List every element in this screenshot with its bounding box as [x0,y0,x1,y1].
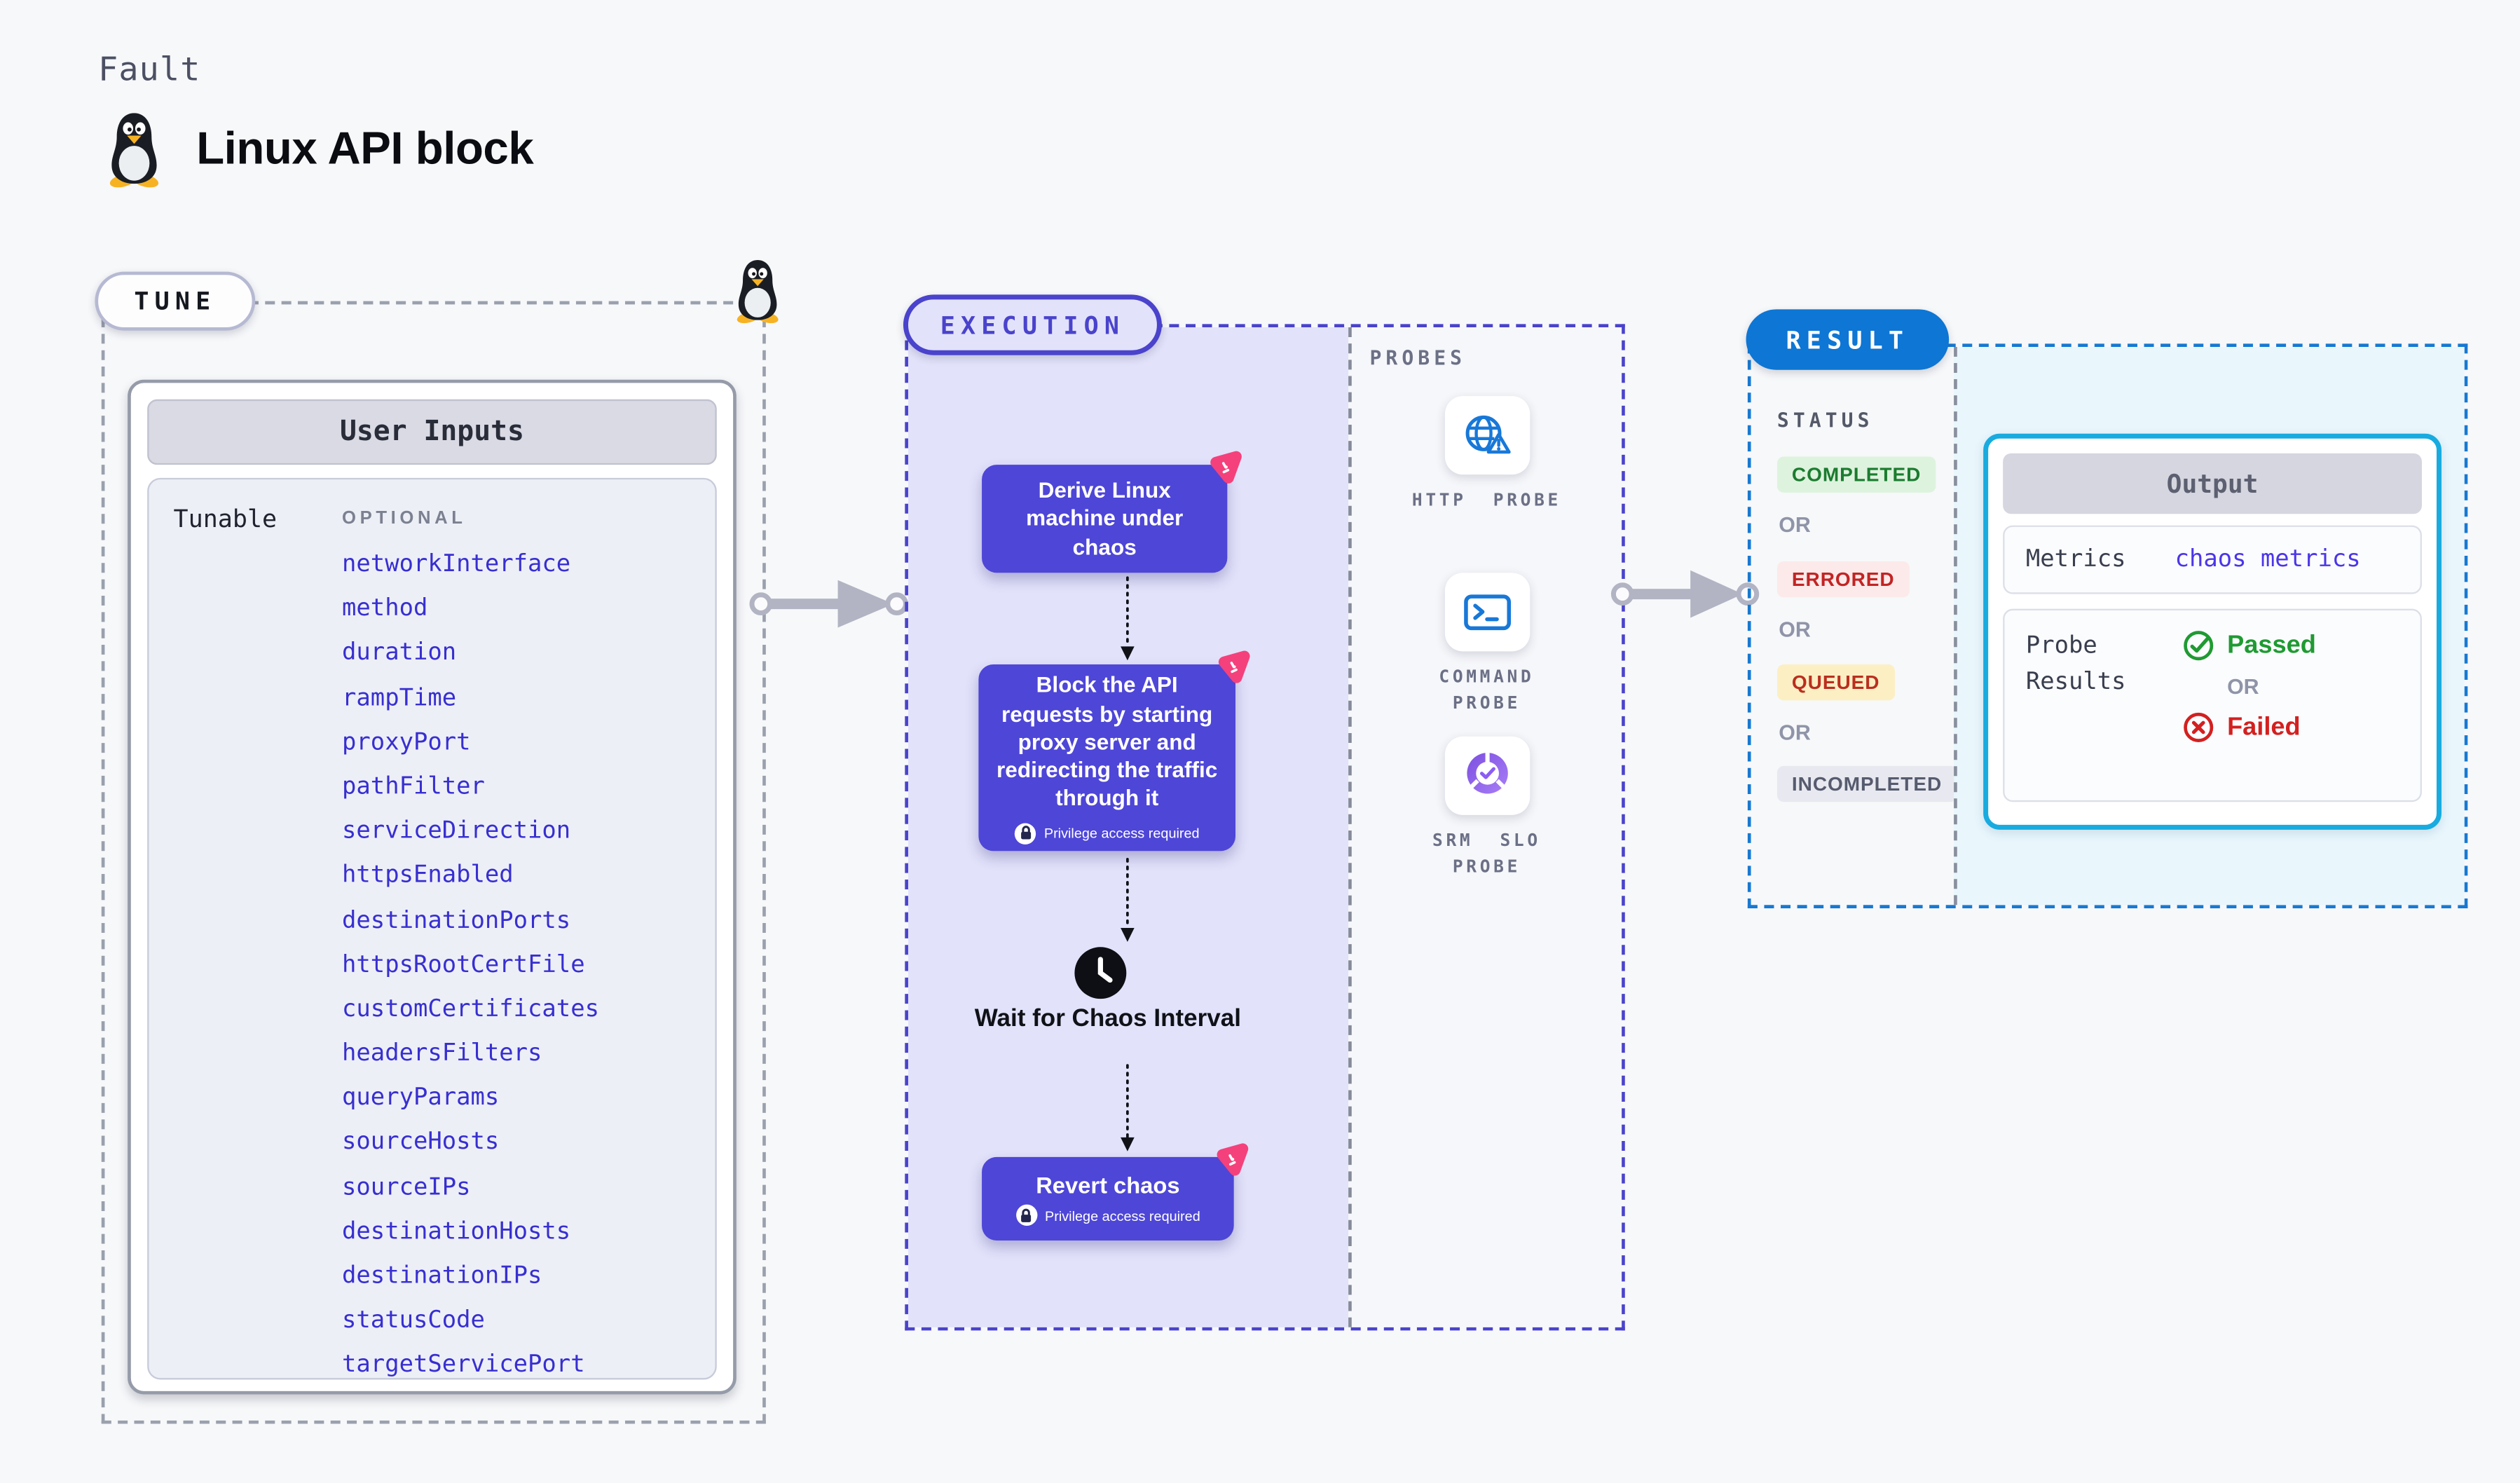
chaos-logo-badge-icon [1211,1139,1252,1180]
status-badge-completed: COMPLETED [1776,456,1936,493]
output-header: Output [2003,453,2422,514]
tunable-param: pathFilter [342,774,485,800]
output-cyan-panel: Output Metrics chaos metrics Probe Resul… [1954,347,2465,905]
probe-label: HTTP PROBE [1411,491,1561,511]
probes-panel: PROBES HTTP PROBE [1348,327,1622,1327]
globe-alert-icon [1465,415,1510,454]
tunable-param: proxyPort [342,729,471,756]
tunable-param: method [342,596,428,622]
probe-results-row: Probe Results Passed OR [2003,608,2422,802]
user-inputs-card: User Inputs Tunable OPTIONAL networkInte… [128,379,737,1395]
probe-label: COMMAND PROBE [1439,667,1535,713]
chaos-logo-badge-icon [1204,446,1245,488]
tunable-param: statusCode [342,1308,485,1334]
tunable-param: httpsEnabled [342,863,514,889]
probe-command: COMMAND PROBE [1352,573,1622,718]
flow-step-derive: Derive Linux machine under chaos [982,465,1227,573]
terminal-icon [1463,594,1510,629]
status-column: STATUS COMPLETED OR ERRORED OR QUEUED OR… [1751,347,1957,905]
tunable-param: serviceDirection [342,818,571,845]
probes-label: PROBES [1369,347,1467,370]
linux-tux-corner-icon [736,260,780,326]
flow-step-block-label: Block the API requests by starting proxy… [997,673,1218,811]
tunable-param: headersFilters [342,1041,542,1067]
tunable-param: destinationIPs [342,1263,542,1290]
execution-section: Derive Linux machine under chaos Block t… [905,324,1625,1331]
tune-to-execution-arrow [749,580,908,628]
tunable-param: customCertificates [342,996,599,1023]
tunable-param: queryParams [342,1085,500,1112]
probe-http: HTTP PROBE [1352,396,1622,515]
probe-label: SRM SLO PROBE [1432,831,1541,877]
passed-label: Passed [2227,631,2316,659]
metrics-label: Metrics [2025,546,2126,573]
output-card: Output Metrics chaos metrics Probe Resul… [1983,433,2442,830]
or-separator: OR [2227,674,2259,699]
tune-section-pill: TUNE [95,271,256,331]
or-separator: OR [1779,617,1811,642]
command-probe-card [1444,573,1530,652]
srm-slo-probe-card [1444,736,1530,815]
status-badge-incompleted: INCOMPLETED [1776,765,1957,802]
chaos-logo-badge-icon [1212,646,1254,688]
tunable-params-list: networkInterface method duration rampTim… [342,551,599,1379]
flow-connector-arrow [1121,858,1135,942]
or-separator: OR [1779,720,1811,745]
flow-step-block: Block the API requests by starting proxy… [978,664,1235,852]
flow-connector-arrow [1121,576,1135,661]
probes-to-result-arrow [1610,570,1760,618]
failed-label: Failed [2227,712,2301,741]
execution-flow: Derive Linux machine under chaos Block t… [908,327,1349,1327]
check-circle-icon [2184,631,2214,661]
probe-results-values: Passed OR Failed [2183,630,2316,781]
optional-label: OPTIONAL [342,509,467,529]
execution-section-pill: EXECUTION [903,294,1162,355]
or-separator: OR [1779,512,1811,537]
privilege-note: Privilege access required [1014,822,1200,845]
privilege-note-label: Privilege access required [1044,1208,1200,1224]
page-title-row: Linux API block [102,108,534,190]
tunable-param: httpsRootCertFile [342,952,585,978]
tunable-label: Tunable [173,504,278,534]
status-badge-errored: ERRORED [1776,561,1910,598]
failed-line: Failed [2183,712,2316,743]
status-label: STATUS [1776,409,1874,432]
result-section: STATUS COMPLETED OR ERRORED OR QUEUED OR… [1747,343,2468,908]
fault-kicker: Fault [98,49,201,89]
slo-gauge-icon [1466,751,1507,794]
page-title: Linux API block [196,123,534,174]
wait-clock-icon [1074,947,1127,999]
lock-icon [1014,822,1036,845]
privilege-note-label: Privilege access required [1043,825,1200,842]
x-circle-icon [2184,712,2214,742]
flow-step-revert: Revert chaos Privilege access required [982,1157,1234,1241]
user-inputs-header: User Inputs [147,399,717,465]
passed-line: Passed [2183,630,2316,661]
linux-tux-icon [108,113,160,190]
metrics-row: Metrics chaos metrics [2003,525,2422,594]
result-section-pill: RESULT [1746,309,1950,370]
probe-srm-slo: SRM SLO PROBE [1352,736,1622,882]
tunables-panel: Tunable OPTIONAL networkInterface method… [147,477,717,1380]
lock-icon [1015,1205,1037,1227]
tune-section [101,301,766,1424]
http-probe-card [1444,396,1530,475]
tunable-param: duration [342,640,457,667]
privilege-note: Privilege access required [1015,1205,1200,1227]
tunable-param: targetServicePort [342,1352,585,1379]
tunable-param: sourceHosts [342,1130,500,1156]
tunable-param: destinationHosts [342,1219,571,1245]
wait-step-label: Wait for Chaos Interval [974,1004,1241,1033]
probe-results-label: Probe Results [2025,633,2126,695]
flow-connector-arrow [1121,1064,1135,1151]
tunable-param: sourceIPs [342,1174,471,1201]
status-badge-queued: QUEUED [1776,664,1895,701]
flow-step-revert-label: Revert chaos [1036,1170,1180,1198]
tunable-param: networkInterface [342,551,571,578]
metrics-value: chaos metrics [2175,546,2361,573]
flow-step-derive-label: Derive Linux machine under chaos [1026,478,1184,559]
tunable-param: rampTime [342,685,457,711]
tunable-param: destinationPorts [342,907,571,934]
